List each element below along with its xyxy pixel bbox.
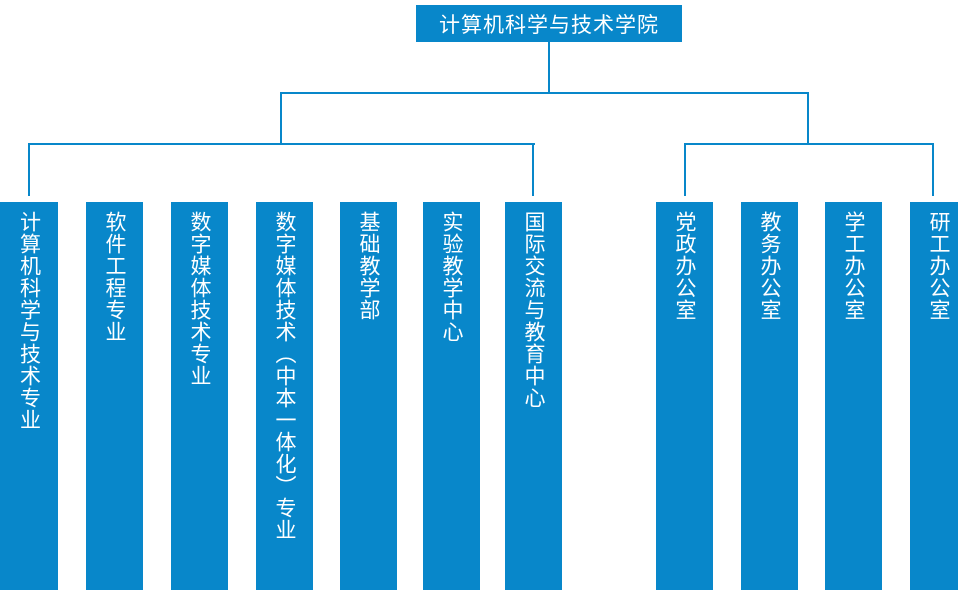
connector-right-group-horizontal	[684, 143, 934, 145]
node-student-affairs-office: 学工办公室	[825, 202, 882, 590]
connector-left-group-horizontal	[28, 143, 535, 145]
node-label: 实验教学中心	[440, 211, 464, 343]
connector-drop-left-last	[532, 143, 534, 196]
node-label: 党政办公室	[673, 211, 697, 321]
node-basic-teaching-dept: 基础教学部	[340, 202, 397, 590]
node-label: 软件工程专业	[103, 211, 127, 343]
connector-left-branch-vertical	[280, 92, 282, 143]
node-label: 数字媒体技术专业	[188, 211, 212, 387]
connector-drop-left-first	[28, 143, 30, 196]
org-root-node: 计算机科学与技术学院	[416, 5, 682, 42]
node-digital-media-integrated-major: 数字媒体技术（中本一体化）专业	[256, 202, 313, 590]
node-academic-affairs-office: 教务办公室	[741, 202, 798, 590]
connector-right-branch-vertical	[807, 92, 809, 143]
connector-drop-right-first	[684, 143, 686, 196]
node-software-engineering-major: 软件工程专业	[86, 202, 143, 590]
node-label: 教务办公室	[758, 211, 782, 321]
node-label: 研工办公室	[927, 211, 951, 321]
node-graduate-affairs-office: 研工办公室	[910, 202, 958, 590]
node-computer-science-major: 计算机科学与技术专业	[0, 202, 58, 590]
node-digital-media-major: 数字媒体技术专业	[171, 202, 228, 590]
node-label: 数字媒体技术（中本一体化）专业	[273, 211, 297, 541]
node-label: 国际交流与教育中心	[522, 211, 546, 409]
node-label: 计算机科学与技术专业	[17, 211, 42, 431]
node-label: 基础教学部	[357, 211, 381, 321]
node-party-admin-office: 党政办公室	[656, 202, 713, 590]
connector-drop-right-last	[932, 143, 934, 196]
connector-root-stub	[548, 42, 550, 92]
org-root-label: 计算机科学与技术学院	[439, 12, 659, 37]
connector-level1-horizontal	[280, 92, 809, 94]
node-label: 学工办公室	[842, 211, 866, 321]
node-experimental-teaching-center: 实验教学中心	[423, 202, 480, 590]
node-international-exchange-center: 国际交流与教育中心	[505, 202, 562, 590]
